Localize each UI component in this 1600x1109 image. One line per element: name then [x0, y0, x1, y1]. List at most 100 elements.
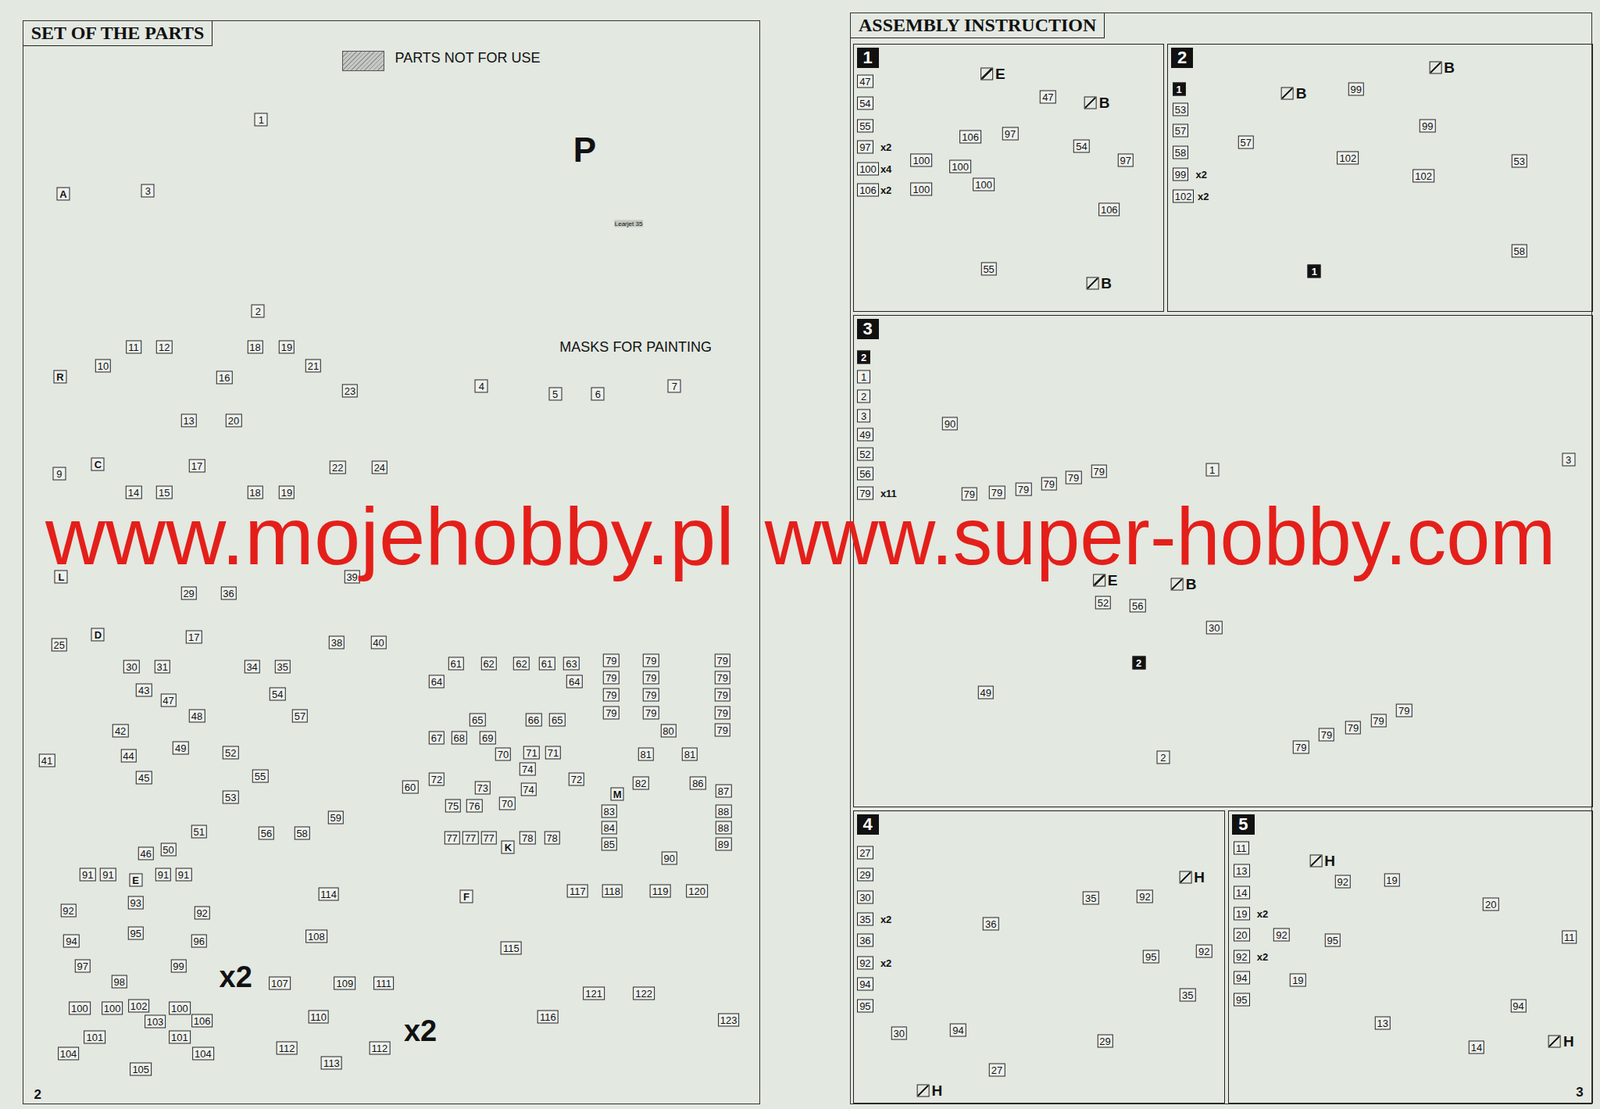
callout-number: 97 — [1002, 127, 1018, 141]
callout-number: 79 — [714, 705, 731, 719]
parts-list-number: 19 — [1233, 906, 1250, 920]
callout-number: 49 — [977, 685, 993, 699]
parts-list-number: 36 — [857, 932, 873, 947]
parts-list-number: 99 — [1172, 167, 1189, 182]
callout-number: 75 — [445, 798, 461, 812]
callout-number: 31 — [153, 659, 170, 673]
callout-number: 115 — [500, 941, 522, 955]
callout-number: 96 — [190, 934, 207, 948]
callout-number: 108 — [305, 928, 328, 943]
callout-number: 84 — [601, 821, 618, 835]
callout-number: 92 — [1136, 889, 1153, 903]
callout-number: 79 — [642, 653, 659, 668]
callout-number: 82 — [632, 775, 649, 790]
callout-number: 3 — [141, 184, 155, 198]
callout-number: 54 — [269, 687, 286, 701]
quantity-multiplier: x2 — [879, 183, 893, 196]
parts-list-number: 49 — [857, 428, 873, 442]
parts-list-number: 11 — [1233, 841, 1250, 855]
callout-number: 101 — [168, 1030, 191, 1044]
callout-number: 11 — [125, 340, 142, 354]
callout-number: 39 — [343, 569, 360, 583]
callout-number: 9 — [52, 467, 66, 481]
callout-number: 88 — [715, 821, 732, 835]
callout-number: 50 — [160, 842, 176, 856]
parts-list-number: 95 — [1233, 992, 1250, 1006]
paint-reference: E — [978, 65, 1008, 83]
callout-number: 36 — [982, 917, 999, 931]
callout-number: 24 — [371, 460, 388, 475]
callout-number: 118 — [601, 884, 623, 898]
callout-number: 53 — [222, 790, 239, 804]
callout-number: 54 — [1073, 139, 1090, 153]
callout-number: 43 — [135, 682, 152, 697]
callout-number: 56 — [258, 825, 275, 840]
callout-number: 58 — [293, 825, 310, 840]
page-number: 2 — [32, 1086, 44, 1103]
callout-number: 17 — [185, 630, 202, 644]
callout-number: 66 — [525, 712, 542, 726]
callout-number: 110 — [307, 1009, 329, 1023]
callout-number: 5 — [548, 387, 562, 401]
callout-number: 79 — [642, 705, 659, 719]
callout-number: 3 — [1561, 452, 1575, 466]
callout-number: 53 — [1511, 154, 1528, 168]
callout-number: 121 — [582, 985, 605, 1000]
callout-number: 29 — [180, 585, 197, 600]
callout-number: 90 — [942, 417, 958, 431]
callout-number: 99 — [1419, 118, 1436, 133]
callout-number: 10 — [95, 358, 111, 372]
quantity-multiplier: x11 — [879, 486, 898, 499]
callout-number: 99 — [1348, 82, 1365, 96]
callout-number: 97 — [1117, 153, 1133, 168]
callout-number: 92 — [1273, 928, 1290, 942]
parts-list-number: 47 — [857, 75, 873, 89]
callout-number: 79 — [603, 705, 619, 719]
callout-number: 120 — [685, 884, 708, 898]
callout-number: 79 — [714, 688, 731, 702]
callout-number: 99 — [170, 958, 186, 972]
callout-number: 101 — [84, 1030, 107, 1044]
callout-number: 78 — [543, 831, 560, 845]
callout-number: 65 — [549, 712, 565, 726]
callout-number: 95 — [1325, 932, 1341, 947]
callout-number: 116 — [537, 1009, 559, 1023]
callout-number: 19 — [1383, 872, 1400, 886]
legend-text: PARTS NOT FOR USE — [394, 50, 540, 67]
sprue-letter: K — [501, 840, 515, 854]
sprue-letter: M — [610, 787, 625, 801]
callout-number: 92 — [1335, 875, 1351, 889]
callout-number: 106 — [191, 1014, 214, 1028]
callout-number: 117 — [567, 884, 589, 898]
parts-list-number: 102 — [1172, 189, 1195, 203]
quantity-multiplier: x4 — [879, 162, 893, 175]
callout-number: 36 — [220, 585, 236, 600]
callout-number: 100 — [972, 178, 995, 192]
callout-number: 70 — [499, 796, 515, 810]
callout-number: 27 — [989, 1062, 1005, 1076]
subassembly-number: 1 — [1307, 264, 1322, 279]
callout-number: 68 — [451, 731, 468, 745]
callout-number: 111 — [373, 975, 394, 990]
callout-number: 79 — [1345, 721, 1361, 735]
sprue-letter: D — [91, 628, 105, 642]
parts-list-number: 92 — [1233, 949, 1250, 963]
callout-number: 72 — [568, 771, 585, 786]
callout-number: 61 — [539, 656, 555, 670]
quantity-multiplier: x2 — [219, 960, 253, 993]
step-panel: 2 — [1167, 43, 1593, 313]
page-heading: ASSEMBLY INSTRUCTION — [850, 13, 1105, 39]
callout-number: 38 — [328, 635, 345, 649]
callout-number: 16 — [216, 371, 233, 385]
callout-number: 71 — [545, 745, 561, 759]
callout-number: 52 — [222, 745, 239, 759]
sprue-letter: C — [91, 457, 105, 472]
callout-number: 30 — [123, 659, 140, 673]
callout-number: 79 — [1292, 740, 1309, 754]
callout-number: 79 — [1015, 482, 1032, 496]
callout-number: 79 — [1040, 477, 1057, 491]
callout-number: 79 — [603, 671, 619, 685]
parts-list-number: 30 — [857, 890, 873, 904]
callout-number: 4 — [475, 378, 489, 393]
callout-number: 102 — [128, 998, 150, 1012]
